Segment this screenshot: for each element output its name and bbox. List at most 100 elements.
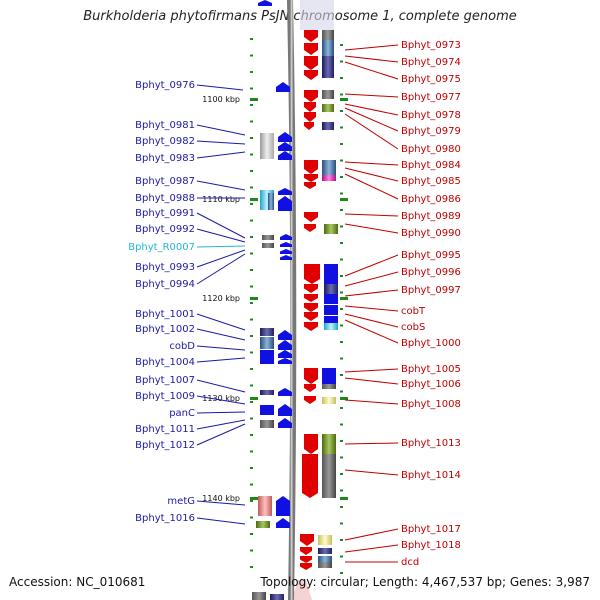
forward-gene-arrow [304,102,316,112]
kbp-label: 1120 kbp [202,294,240,303]
gene-label-bphyt_0987[interactable]: Bphyt_0987 [135,176,195,187]
gene-label-bphyt_0995[interactable]: Bphyt_0995 [401,250,461,261]
gene-label-bphyt_0997[interactable]: Bphyt_0997 [401,285,461,296]
gene-label-bphyt_0993[interactable]: Bphyt_0993 [135,262,195,273]
gene-label-bphyt_0985[interactable]: Bphyt_0985 [401,176,461,187]
kbp-tick [340,98,348,101]
left-tick [250,483,253,486]
gene-label-bphyt_0990[interactable]: Bphyt_0990 [401,228,461,239]
gene-label-bphyt_0981[interactable]: Bphyt_0981 [135,120,195,131]
gene-label-bphyt_1001[interactable]: Bphyt_1001 [135,309,195,320]
gene-label-cobd[interactable]: cobD [169,341,195,352]
reverse-gene-arrow [278,358,292,364]
right-leader-line [344,223,399,234]
gene-label-bphyt_0983[interactable]: Bphyt_0983 [135,153,195,164]
reverse-gene-arrow [276,82,290,92]
gene-box [322,384,336,389]
gene-box [322,90,334,99]
right-tick [340,539,343,541]
gene-label-bphyt_0988[interactable]: Bphyt_0988 [135,193,195,204]
topology-text: Topology: circular; Length: 4,467,537 bp… [260,575,590,589]
gene-box [324,294,338,304]
gene-label-bphyt_0992[interactable]: Bphyt_0992 [135,224,195,235]
gene-label-bphyt_1017[interactable]: Bphyt_1017 [401,524,461,535]
gene-label-bphyt_0982[interactable]: Bphyt_0982 [135,136,195,147]
right-tick [340,192,343,195]
right-tick [340,77,343,79]
gene-label-cobt[interactable]: cobT [401,306,426,317]
gene-label-bphyt_0989[interactable]: Bphyt_0989 [401,211,461,222]
right-leader-line [344,173,399,200]
right-tick [340,308,343,310]
gene-box [268,193,274,210]
gene-box [324,224,338,234]
reverse-gene-arrow [280,249,292,254]
right-tick [340,407,343,409]
gene-label-bphyt_0986[interactable]: Bphyt_0986 [401,194,461,205]
kbp-tick [250,297,258,300]
left-leader-line [196,212,246,239]
gene-label-metg[interactable]: metG [167,496,195,507]
gene-label-bphyt_1014[interactable]: Bphyt_1014 [401,470,461,481]
forward-gene-arrow [304,174,318,182]
reverse-gene-arrow [278,142,292,151]
gene-box [270,594,284,600]
gene-box [322,30,334,40]
gene-label-dcd[interactable]: dcd [401,557,419,568]
gene-label-bphyt_1004[interactable]: Bphyt_1004 [135,357,195,368]
gene-box [318,548,332,554]
gene-label-bphyt_1016[interactable]: Bphyt_1016 [135,513,195,524]
reverse-gene-arrow [276,496,290,516]
left-tick [250,302,253,304]
right-tick [340,522,343,525]
left-tick [250,120,253,123]
gene-label-bphyt_1005[interactable]: Bphyt_1005 [401,364,461,375]
left-tick [250,318,253,321]
gene-box [322,122,334,130]
gene-label-bphyt_0974[interactable]: Bphyt_0974 [401,57,461,68]
gene-label-bphyt_1002[interactable]: Bphyt_1002 [135,324,195,335]
left-tick [250,450,253,453]
gene-label-bphyt_0976[interactable]: Bphyt_0976 [135,80,195,91]
right-tick [340,110,343,112]
gene-label-bphyt_0973[interactable]: Bphyt_0973 [401,40,461,51]
gene-label-bphyt_0984[interactable]: Bphyt_0984 [401,160,461,171]
gene-label-bphyt_1008[interactable]: Bphyt_1008 [401,399,461,410]
gene-label-bphyt_1012[interactable]: Bphyt_1012 [135,440,195,451]
kbp-tick [340,297,348,300]
gene-label-bphyt_0994[interactable]: Bphyt_0994 [135,279,195,290]
forward-gene-arrow [304,434,318,454]
gene-box [252,592,266,600]
forward-gene-arrow [304,312,318,321]
gene-label-bphyt_0975[interactable]: Bphyt_0975 [401,74,461,85]
chromosome-backbone [287,0,297,600]
gene-label-bphyt_0991[interactable]: Bphyt_0991 [135,208,195,219]
gene-label-bphyt_1000[interactable]: Bphyt_1000 [401,338,461,349]
gene-label-bphyt_1007[interactable]: Bphyt_1007 [135,375,195,386]
gene-box [322,56,334,78]
reverse-gene-arrow [276,518,290,528]
gene-label-cobs[interactable]: cobS [401,322,425,333]
gene-label-bphyt_1006[interactable]: Bphyt_1006 [401,379,461,390]
gene-label-bphyt_0979[interactable]: Bphyt_0979 [401,126,461,137]
left-tick [250,549,253,552]
gene-label-bphyt_0978[interactable]: Bphyt_0978 [401,110,461,121]
left-leader-line [196,228,246,243]
forward-gene-arrow [300,563,312,570]
gene-label-bphyt_0996[interactable]: Bphyt_0996 [401,267,461,278]
right-tick [340,176,343,178]
gene-label-bphyt_1013[interactable]: Bphyt_1013 [401,438,461,449]
gene-box [322,434,336,454]
gene-label-panc[interactable]: panC [169,408,195,419]
gene-label-bphyt_0977[interactable]: Bphyt_0977 [401,92,461,103]
left-leader-line [196,357,246,363]
left-tick [250,236,253,238]
gene-label-bphyt_1009[interactable]: Bphyt_1009 [135,391,195,402]
gene-label-bphyt_r0007[interactable]: Bphyt_R0007 [128,242,195,253]
reverse-gene-arrow [280,242,292,247]
gene-label-bphyt_1011[interactable]: Bphyt_1011 [135,424,195,435]
gene-label-bphyt_0980[interactable]: Bphyt_0980 [401,144,461,155]
genome-title: Burkholderia phytofirmans PsJN chromosom… [83,9,517,24]
gene-label-bphyt_1018[interactable]: Bphyt_1018 [401,540,461,551]
kbp-tick [340,497,348,500]
